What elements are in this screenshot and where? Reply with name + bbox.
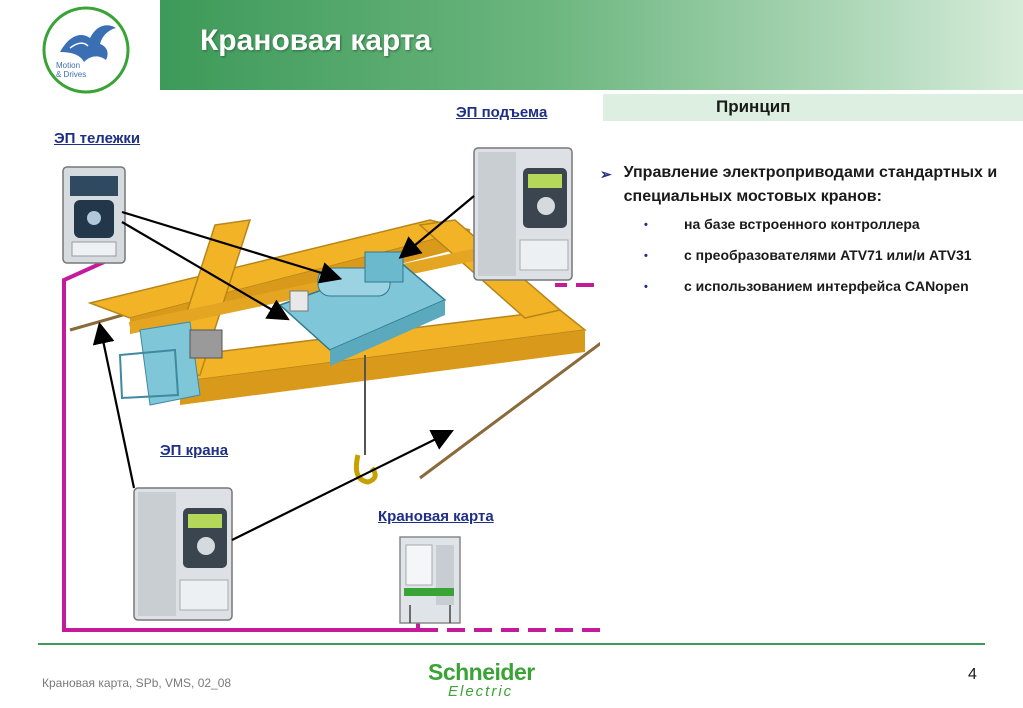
label-hoist-drive: ЭП подъема [456, 104, 548, 121]
sub-bullet-text: с использованием интерфейса CANopen [684, 278, 969, 294]
arrow-trolley-to-frame [121, 221, 290, 321]
bullet-dot-icon: • [644, 219, 648, 231]
crane-card-module [399, 536, 461, 624]
page-title: Крановая карта [200, 24, 432, 57]
arrow-crane-to-left-carriage [92, 321, 136, 489]
sub-bullet-item: • с преобразователями ATV71 или/и ATV31 [644, 246, 1000, 266]
label-crane-card: Крановая карта [378, 508, 494, 525]
bus-left-segment [62, 260, 180, 632]
hoist-trolley [278, 251, 447, 485]
trolley-side [330, 300, 445, 366]
bullet-arrow-icon: ➢ [600, 166, 612, 182]
hoist-motor [364, 251, 404, 283]
connection-arrows [92, 195, 475, 541]
brand-subname: Electric [448, 683, 514, 700]
footer-text: Крановая карта, SPb, VMS, 02_08 [42, 676, 232, 690]
footer-divider [38, 643, 985, 645]
bullet-dot-icon: • [644, 250, 648, 262]
label-trolley-drive: ЭП тележки [54, 130, 141, 147]
crane-drive-atv71 [133, 487, 233, 621]
operator-cabin [118, 348, 180, 400]
rail-front [419, 341, 600, 480]
arrow-trolley-to-drum [121, 210, 343, 284]
trolley-drive-atv31 [62, 166, 126, 264]
header-band [160, 0, 1023, 90]
sub-bullet-list: • на базе встроенного контроллера • с прео… [644, 215, 1000, 297]
logo-text-line1: Motion [56, 61, 80, 70]
arrow-crane-to-right-carriage [231, 429, 454, 541]
crane-hook [353, 454, 378, 485]
sub-bullet-item: • с использованием интерфейса CANopen [644, 277, 1000, 297]
girder-front-side [180, 330, 585, 405]
bullet-dot-icon: • [644, 281, 648, 293]
bus-right-dashed-segment [420, 283, 600, 632]
crane-diagram [62, 147, 600, 632]
arrow-hoist-to-motor [398, 195, 475, 259]
main-bullet-text: Управление электроприводами стандартных … [623, 164, 998, 205]
page-number: 4 [968, 666, 977, 683]
motion-drives-logo: Motion & Drives [42, 6, 130, 94]
principle-bullets: ➢ Управление электроприводами стандартны… [600, 161, 1000, 308]
sub-bullet-text: с преобразователями ATV71 или/и ATV31 [684, 247, 972, 263]
mythic-bird-logo-icon [60, 25, 116, 62]
sub-bullet-text: на базе встроенного контроллера [684, 216, 920, 232]
hoist-drive-atv71 [473, 147, 573, 281]
principle-band [603, 94, 1023, 121]
label-crane-drive: ЭП крана [160, 442, 229, 459]
cabin-support [139, 321, 201, 406]
schneider-logo: Schneider Electric [428, 660, 535, 700]
logo-text-line2: & Drives [56, 70, 86, 79]
trolley-box [289, 290, 309, 312]
sub-bullet-item: • на базе встроенного контроллера [644, 215, 1000, 235]
main-bullet: ➢ Управление электроприводами стандартны… [600, 161, 1000, 209]
brand-name: Schneider [428, 659, 535, 685]
control-box [189, 329, 223, 359]
principle-title: Принцип [716, 97, 791, 116]
